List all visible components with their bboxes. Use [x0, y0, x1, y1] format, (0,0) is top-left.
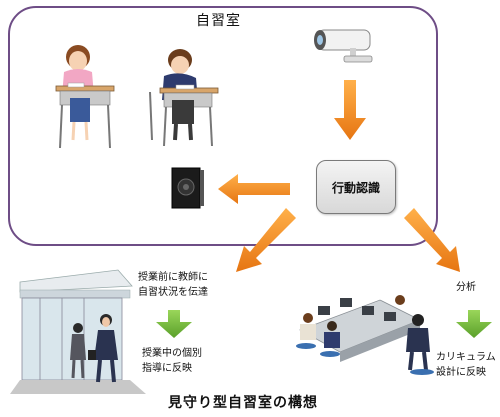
arrow-office-reflect — [456, 310, 492, 338]
speaker-illustration — [171, 167, 204, 209]
school-building-illustration — [10, 269, 146, 394]
student-boy-illustration — [149, 49, 219, 147]
office-upper-text: 分析 — [456, 282, 476, 293]
arrow-school-reflect — [156, 310, 192, 338]
behavior-recognition-label: 行動認識 — [331, 180, 380, 195]
camera-illustration — [314, 29, 373, 63]
school-upper-text: 授業前に教師に 自習状況を伝達 — [138, 270, 208, 300]
school-lower-text: 授業中の個別 指導に反映 — [142, 346, 202, 376]
behavior-recognition-box: 行動認識 — [316, 160, 396, 214]
arrow-recognition-to-speaker — [218, 174, 290, 204]
office-lower-line2: 設計に反映 — [436, 367, 486, 378]
school-lower-line2: 指導に反映 — [142, 363, 192, 374]
diagram-caption: 見守り型自習室の構想 — [168, 395, 318, 411]
self-study-room-frame — [8, 6, 438, 246]
school-upper-line1: 授業前に教師に — [138, 272, 208, 283]
office-illustration — [296, 295, 434, 375]
arrow-camera-to-recognition — [334, 80, 366, 140]
arrow-recognition-to-school — [236, 208, 296, 272]
school-upper-line2: 自習状況を伝達 — [138, 287, 208, 298]
office-lower-line1: カリキュラム — [436, 352, 496, 363]
school-lower-line1: 授業中の個別 — [142, 348, 202, 359]
room-title: 自習室 — [196, 13, 241, 29]
arrow-recognition-to-office — [404, 208, 460, 272]
office-lower-text: カリキュラム 設計に反映 — [436, 350, 496, 380]
student-girl-illustration — [55, 45, 115, 149]
